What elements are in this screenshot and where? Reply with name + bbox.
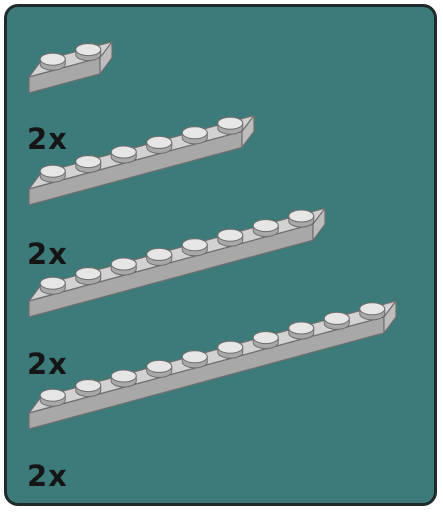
plate-1x10-side-face	[383, 300, 397, 334]
plate-1x10-brick	[28, 300, 397, 430]
plate-1x6-side-face	[241, 114, 255, 148]
stud	[146, 247, 173, 266]
plate-1x8-brick	[28, 207, 326, 318]
stud	[181, 350, 208, 369]
stud	[39, 164, 66, 183]
stud	[288, 321, 315, 340]
quantity-label-1x2: 2x	[27, 122, 68, 156]
plate-1x8-side-face	[312, 207, 326, 241]
stud	[75, 379, 102, 398]
stud	[217, 116, 244, 135]
quantity-label-1x6: 2x	[27, 237, 68, 271]
bricks-canvas	[28, 41, 397, 430]
stud	[359, 302, 386, 321]
quantity-label-1x10: 2x	[27, 459, 68, 493]
plate-1x6-brick	[28, 114, 255, 206]
stud	[217, 340, 244, 359]
plate-1x8-top-face	[28, 207, 326, 302]
plate-1x10-front-face	[28, 316, 385, 430]
stud	[181, 238, 208, 257]
stud	[75, 155, 102, 174]
stud	[146, 135, 173, 154]
stud	[146, 359, 173, 378]
stud	[75, 267, 102, 286]
stud	[288, 209, 315, 228]
stud	[252, 219, 279, 238]
stud	[75, 43, 102, 62]
stud	[110, 369, 137, 388]
stud	[39, 388, 66, 407]
stud	[110, 145, 137, 164]
stud	[252, 331, 279, 350]
stud	[39, 52, 66, 71]
stud	[110, 257, 137, 276]
stud	[181, 126, 208, 145]
plate-1x2-side-face	[99, 41, 113, 75]
stud	[39, 276, 66, 295]
parts-list-panel: 2x 2x 2x 2x	[4, 4, 437, 506]
plate-1x2-brick	[28, 41, 113, 94]
stud	[217, 228, 244, 247]
stud	[323, 311, 350, 330]
plate-1x8-front-face	[28, 223, 314, 318]
quantity-label-1x8: 2x	[27, 347, 68, 381]
